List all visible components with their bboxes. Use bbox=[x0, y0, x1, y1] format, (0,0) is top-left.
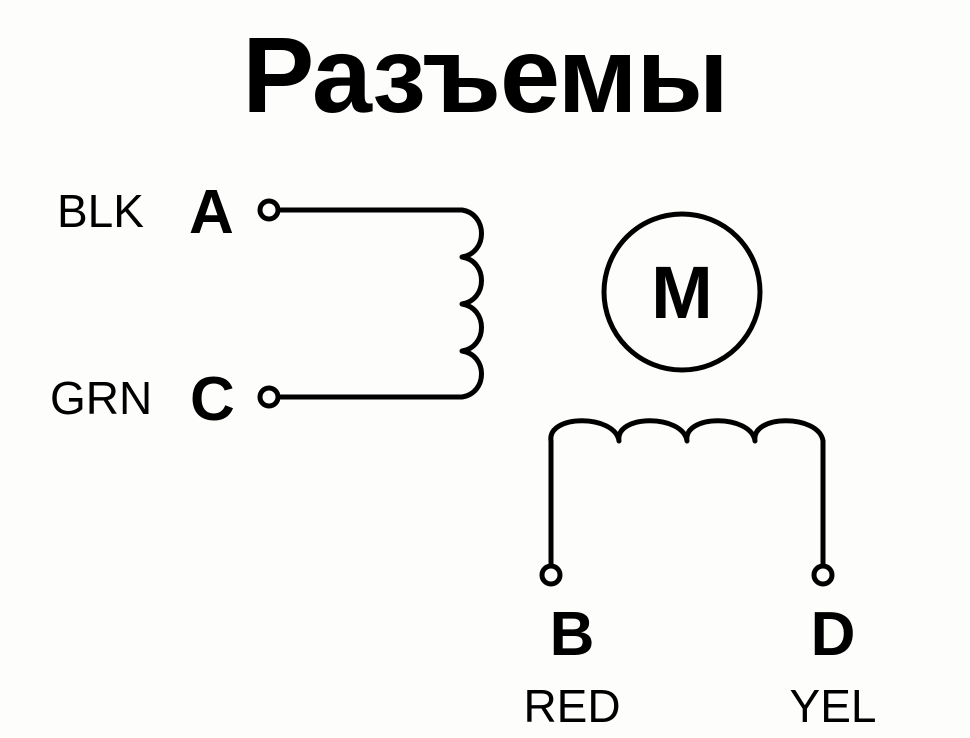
terminal-d bbox=[811, 563, 835, 587]
motor-symbol-letter: M bbox=[651, 251, 713, 334]
label-blk: BLK bbox=[57, 185, 144, 237]
label-red: RED bbox=[523, 680, 620, 732]
label-pin-a: A bbox=[189, 178, 234, 247]
page-title: Разъемы bbox=[242, 14, 728, 135]
label-pin-b: B bbox=[550, 600, 595, 669]
label-pin-c: C bbox=[190, 365, 235, 434]
coil-left-winding bbox=[459, 207, 484, 400]
terminal-b bbox=[539, 563, 563, 587]
motor-circle bbox=[601, 211, 763, 373]
terminal-a bbox=[257, 198, 281, 222]
coil-bottom-winding bbox=[548, 418, 826, 444]
terminal-c bbox=[257, 385, 281, 409]
label-pin-d: D bbox=[811, 600, 856, 669]
label-grn: GRN bbox=[50, 372, 152, 424]
label-yel: YEL bbox=[790, 680, 877, 732]
